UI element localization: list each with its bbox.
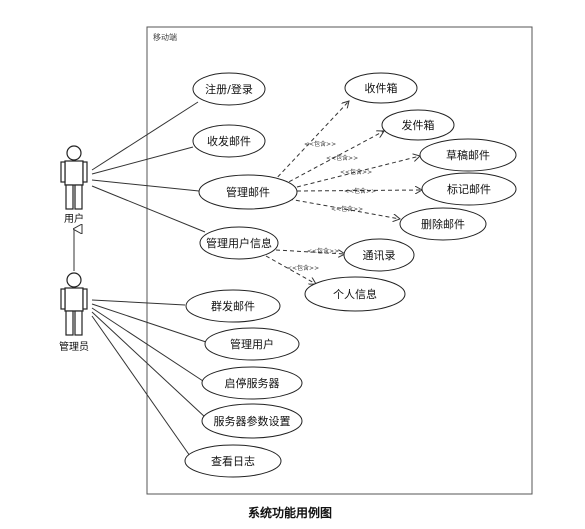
use-case-label: 发件箱: [402, 118, 435, 132]
actor-user-icon: [60, 145, 88, 210]
assoc-admin-server-params: [91, 311, 207, 419]
use-case-delete-mail: 删除邮件: [399, 207, 487, 241]
use-case-label: 个人信息: [333, 287, 377, 301]
assoc-admin-manage-users: [91, 303, 207, 343]
use-case-server-params: 服务器参数设置: [201, 403, 303, 439]
use-case-manage-mail: 管理邮件: [198, 174, 298, 210]
use-case-label: 管理邮件: [226, 185, 270, 199]
system-boundary-label: 移动端: [153, 32, 177, 42]
use-case-manage-user-info: 管理用户信息: [199, 226, 279, 260]
include-sent: [282, 131, 384, 186]
use-case-label: 删除邮件: [421, 217, 465, 231]
include-delete: [288, 198, 400, 219]
actor-admin-label: 管理员: [59, 340, 89, 353]
system-boundary: [146, 26, 533, 495]
include-label-inbox: <<包含>>: [304, 140, 336, 148]
include-label-drafts: <<包含>>: [340, 168, 372, 176]
admin-associations: [91, 299, 207, 457]
use-case-inbox: 收件箱: [344, 72, 418, 104]
include-label-personal: <<包含>>: [287, 264, 319, 272]
use-case-label: 草稿邮件: [446, 148, 490, 162]
use-case-label: 注册/登录: [205, 82, 253, 96]
use-case-label: 标记邮件: [447, 182, 491, 196]
use-case-contacts: 通讯录: [343, 238, 415, 272]
use-case-label: 管理用户: [230, 337, 274, 351]
user-associations: [91, 101, 206, 233]
use-case-label: 群发邮件: [211, 299, 255, 313]
use-case-label: 服务器参数设置: [214, 414, 291, 428]
include-label-flagged: <<包含>>: [344, 187, 376, 195]
use-case-personal-info: 个人信息: [304, 276, 406, 312]
use-case-drafts: 草稿邮件: [419, 138, 517, 172]
include-inbox: [272, 101, 349, 183]
include-label-sent: <<包含>>: [326, 154, 358, 162]
use-case-label: 通讯录: [363, 249, 396, 262]
use-case-view-logs: 查看日志: [184, 444, 282, 478]
include-relationships: <<包含>> <<包含>> <<包含>> <<包含>> <<包含>> <<包含>…: [265, 101, 422, 284]
use-case-label: 管理用户信息: [206, 236, 272, 250]
use-case-register-login: 注册/登录: [192, 72, 266, 106]
assoc-user-register: [91, 101, 199, 171]
include-personal-info: [265, 255, 316, 284]
include-label-delete: <<包含>>: [331, 205, 363, 213]
assoc-user-manage-info: [91, 185, 206, 233]
use-case-label: 查看日志: [211, 454, 255, 468]
use-case-send-receive: 收发邮件: [192, 124, 266, 158]
include-drafts: [296, 156, 420, 188]
assoc-user-send-receive: [91, 146, 194, 175]
assoc-user-manage-mail: [91, 179, 200, 192]
actor-user: 用户: [60, 145, 88, 225]
include-contacts: [275, 249, 345, 254]
use-case-label: 收发邮件: [207, 134, 251, 148]
actor-user-label: 用户: [64, 212, 84, 225]
use-case-flagged: 标记邮件: [421, 172, 517, 206]
use-case-sent: 发件箱: [381, 109, 455, 141]
actor-admin-icon: [60, 272, 88, 336]
use-case-label: 收件箱: [365, 81, 398, 95]
include-label-contacts: <<包含>>: [307, 247, 339, 255]
assoc-admin-start-stop: [91, 307, 204, 382]
figure-caption: 系统功能用例图: [248, 505, 332, 520]
use-case-mass-mail: 群发邮件: [185, 289, 281, 323]
use-case-start-stop-server: 启停服务器: [201, 366, 303, 400]
use-case-manage-users: 管理用户: [204, 327, 300, 361]
use-case-label: 启停服务器: [225, 376, 280, 390]
assoc-admin-view-logs: [91, 315, 191, 457]
actor-admin: 管理员: [59, 272, 89, 353]
assoc-admin-mass-mail: [91, 299, 186, 306]
